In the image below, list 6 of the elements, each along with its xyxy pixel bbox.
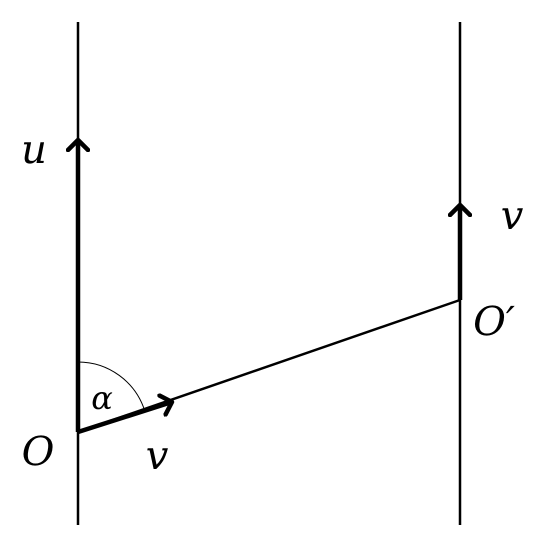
angle-label: α <box>91 382 113 414</box>
vector-label: v <box>146 436 168 476</box>
point-label: O′ <box>473 302 515 342</box>
vector-label: v <box>500 196 524 236</box>
vector-label: u <box>21 130 47 170</box>
point-label: O <box>22 432 54 472</box>
